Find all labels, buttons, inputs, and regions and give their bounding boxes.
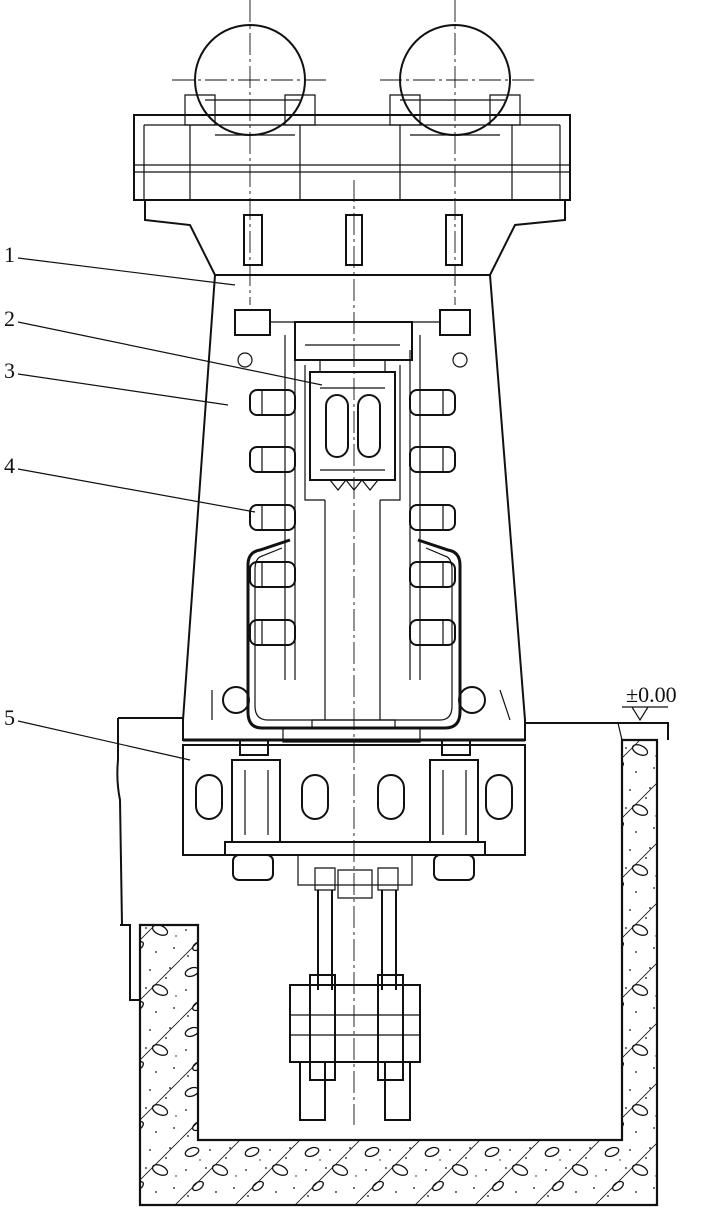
centerlines <box>172 0 537 1125</box>
label-3: 3 <box>4 358 15 383</box>
label-5: 5 <box>4 705 15 730</box>
label-4: 4 <box>4 453 15 478</box>
crown <box>133 24 571 276</box>
tie-rod-nuts-right <box>409 389 456 646</box>
label-1: 1 <box>4 242 15 267</box>
base-bed <box>182 738 526 881</box>
elevation-mark: ±0.00 <box>622 682 677 722</box>
foundation-pit <box>116 717 669 1207</box>
elevation-label: ±0.00 <box>626 682 677 707</box>
cushion-cylinders <box>289 854 421 1121</box>
tie-rod-nuts-left <box>249 389 296 646</box>
slide-assembly <box>246 321 462 743</box>
label-2: 2 <box>4 306 15 331</box>
callouts: 1 2 3 4 5 <box>4 242 323 761</box>
